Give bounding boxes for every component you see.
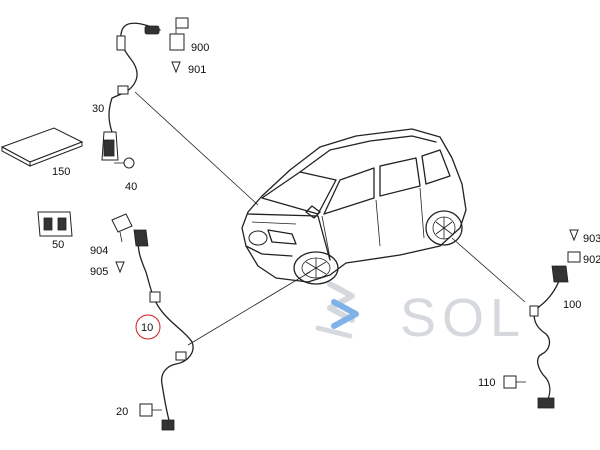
label-905: 905 (90, 266, 108, 278)
leader-front-left-sensor (187, 271, 311, 346)
leader-rear-left-sensor (134, 91, 259, 206)
part-900-top (175, 17, 189, 29)
car-front-wheel-spokes (305, 258, 327, 278)
car-quarter-window (421, 149, 451, 185)
label-900: 900 (191, 42, 209, 54)
label-20: 20 (116, 406, 128, 418)
part-900-clip[interactable] (169, 17, 189, 51)
cable-grommet-front (149, 291, 161, 303)
car-hood-crease (251, 221, 297, 225)
part-901-bolt[interactable] (171, 61, 181, 74)
sensor-cable-rear-right (533, 277, 561, 405)
label-903: 903 (583, 233, 600, 245)
part-50-slot-2 (57, 217, 67, 231)
part-904-clip[interactable] (111, 213, 133, 243)
part-150-plate[interactable] (0, 127, 84, 167)
highlight-circle-10 (135, 314, 161, 340)
cable-clip-front (175, 351, 187, 361)
label-150: 150 (52, 166, 70, 178)
cable-clip-top (117, 85, 129, 95)
part-50-body (37, 211, 73, 237)
car-bumper (245, 245, 293, 257)
car-door-line-1 (375, 199, 381, 247)
watermark-logo (315, 281, 359, 339)
label-50: 50 (52, 239, 64, 251)
label-904: 904 (90, 245, 108, 257)
sensor-cable-top (108, 22, 161, 133)
car-illustration (241, 128, 467, 285)
car-rear-wheel (425, 210, 463, 246)
car-door-line-3 (321, 215, 331, 259)
front-left-abs-sensor[interactable] (133, 229, 194, 431)
part-902-body (567, 251, 581, 263)
part-20-bolt[interactable] (139, 403, 162, 417)
part-904-body (111, 213, 133, 233)
label-901: 901 (188, 64, 206, 76)
part-40-head (123, 157, 135, 169)
part-905-bolt[interactable] (115, 261, 125, 274)
part-50-slot-1 (43, 217, 53, 231)
car-body (241, 128, 467, 283)
car-logo (248, 230, 268, 246)
car-front-window (323, 167, 375, 215)
watermark-text: SOL (400, 288, 526, 348)
label-100: 100 (563, 299, 581, 311)
sensor-head-front (161, 419, 175, 431)
label-40: 40 (125, 181, 137, 193)
label-902: 902 (583, 254, 600, 266)
car-front-wheel (293, 251, 339, 285)
car-windshield (261, 171, 337, 215)
car-headlight (267, 229, 297, 245)
part-110-bolt[interactable] (503, 375, 526, 389)
leader-lines (134, 91, 526, 346)
part-150-front (29, 141, 83, 167)
car-hood (247, 213, 331, 261)
sensor-head-rear-right (537, 397, 555, 409)
sensor-connector-rear-right (551, 265, 569, 283)
label-110: 110 (478, 377, 496, 389)
leader-rear-right-sensor (451, 237, 526, 303)
part-50-bracket[interactable] (37, 211, 73, 237)
part-903-shape (569, 229, 579, 242)
part-901-shape (171, 61, 181, 74)
sensor-connector-top (144, 25, 160, 35)
car-rear-wheel-spokes (435, 217, 453, 239)
part-40-bolt[interactable] (114, 157, 135, 169)
part-902-clip[interactable] (567, 251, 581, 263)
sensor-cable-front (137, 237, 194, 425)
car-roof (299, 135, 437, 173)
part-904-stem (119, 231, 123, 243)
label-30: 30 (92, 103, 104, 115)
part-905-shape (115, 261, 125, 274)
rear-left-abs-sensor[interactable] (101, 22, 161, 161)
cable-grommet-rear-right (529, 305, 539, 317)
car-rear-window (379, 157, 421, 197)
label-10: 10 (141, 322, 153, 334)
part-900-body (169, 33, 185, 51)
car-door-line-2 (419, 187, 425, 239)
sensor-connector-front (133, 229, 149, 247)
car-mirror (305, 205, 321, 219)
rear-right-abs-sensor[interactable] (529, 265, 569, 409)
part-110-head (503, 375, 517, 389)
part-903-clip[interactable] (569, 229, 579, 242)
sensor-head-top-body (103, 139, 115, 157)
part-20-head (139, 403, 153, 417)
cable-grommet-top (116, 35, 126, 51)
